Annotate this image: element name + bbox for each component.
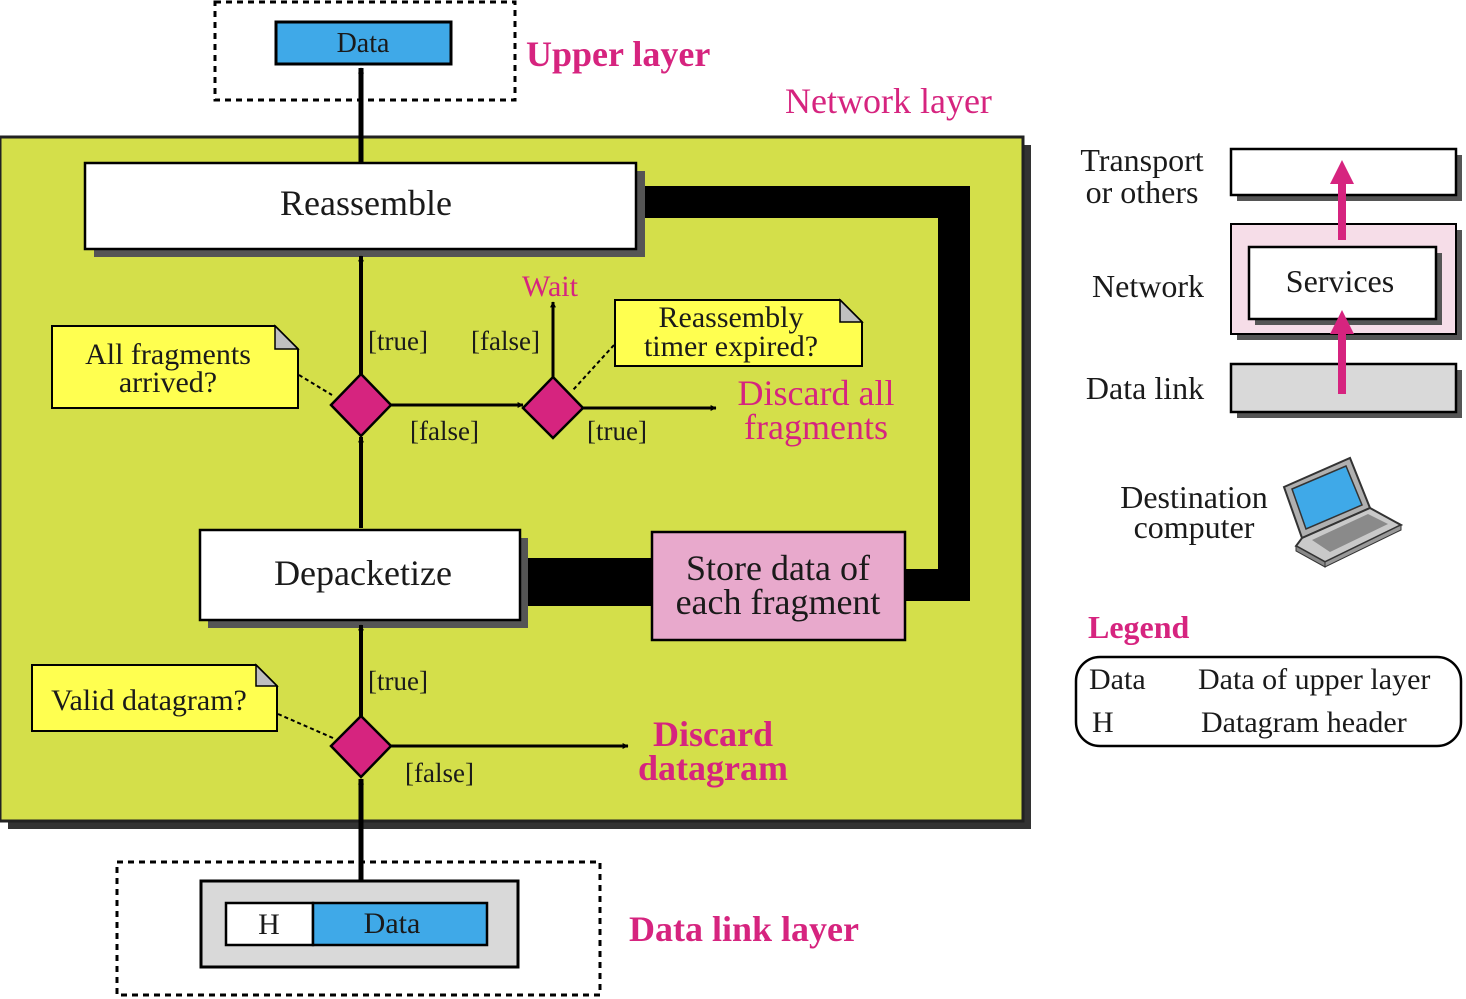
outcome-discard-all-line1: Discard all xyxy=(738,373,895,413)
guard-false-valid: [false] xyxy=(405,758,474,788)
decision-all-fragments xyxy=(329,372,393,438)
outcome-discard-datagram-line2: datagram xyxy=(638,748,788,788)
reassemble-label: Reassemble xyxy=(280,183,452,223)
note-all-fragments-line2: arrived? xyxy=(119,366,217,399)
stack-transport-line1: Transport xyxy=(1080,142,1203,178)
note-all-fragments xyxy=(51,325,299,409)
datalink-data-label: Data xyxy=(364,907,421,940)
guard-true-valid: [true] xyxy=(368,666,428,696)
note-valid xyxy=(31,664,278,732)
guard-false-wait: [false] xyxy=(471,326,540,356)
note-valid-fold xyxy=(255,663,279,687)
note-link-timer xyxy=(572,344,615,391)
note-timer-line1: Reassembly xyxy=(659,301,804,334)
guard-true-timer: [true] xyxy=(587,416,647,446)
decision-valid xyxy=(329,714,393,779)
note-all-fragments-fold xyxy=(274,324,300,350)
legend-desc-data: Data of upper layer xyxy=(1198,663,1430,696)
network-layer-title: Network layer xyxy=(785,81,992,121)
datalink-header-label: H xyxy=(258,908,280,941)
datalink-header-box xyxy=(224,901,315,947)
legend-key-data: Data xyxy=(1089,663,1146,696)
destination-label-line2: computer xyxy=(1134,509,1255,545)
outcome-discard-datagram-line1: Discard xyxy=(653,714,773,754)
stack-network-label: Network xyxy=(1092,268,1204,304)
services-label: Services xyxy=(1286,263,1394,299)
stack-arrow-lower-head xyxy=(1330,310,1354,334)
note-timer-fold xyxy=(839,298,864,323)
legend-desc-header: Datagram header xyxy=(1201,706,1407,739)
stack-arrow-upper-head xyxy=(1330,160,1354,184)
note-timer-line2: timer expired? xyxy=(644,330,818,363)
guard-true-top: [true] xyxy=(368,326,428,356)
datalink-data-box xyxy=(311,901,489,947)
upper-layer-data-box xyxy=(274,20,453,66)
note-timer xyxy=(614,299,863,367)
store-label-line2: each fragment xyxy=(676,582,881,622)
legend-box xyxy=(1074,655,1463,748)
note-link-valid xyxy=(277,713,334,739)
outcome-wait: Wait xyxy=(522,270,579,303)
store-box xyxy=(650,530,907,642)
decision-timer xyxy=(521,375,585,440)
store-label-line1: Store data of xyxy=(686,548,870,588)
depacketize-box xyxy=(198,528,522,622)
destination-label-line1: Destination xyxy=(1120,479,1268,515)
reassemble-box xyxy=(83,161,638,251)
upper-layer-data-label: Data xyxy=(337,28,390,59)
services-box xyxy=(1247,245,1438,321)
connector-depacketize-store xyxy=(521,558,653,606)
outcome-discard-all-line2: fragments xyxy=(744,407,888,447)
guard-false-mid: [false] xyxy=(410,416,479,446)
depacketize-label: Depacketize xyxy=(274,553,452,593)
stack-datalink-label: Data link xyxy=(1086,370,1204,406)
connector-store-reassemble xyxy=(637,186,970,601)
laptop-icon xyxy=(1282,456,1404,568)
note-all-fragments-line1: All fragments xyxy=(85,338,251,371)
legend-key-header: H xyxy=(1092,706,1114,739)
note-valid-label: Valid datagram? xyxy=(51,684,247,717)
stack-transport-line2: or others xyxy=(1086,174,1199,210)
legend-title: Legend xyxy=(1088,609,1190,645)
data-link-layer-title: Data link layer xyxy=(629,909,859,949)
upper-layer-title: Upper layer xyxy=(526,34,710,74)
